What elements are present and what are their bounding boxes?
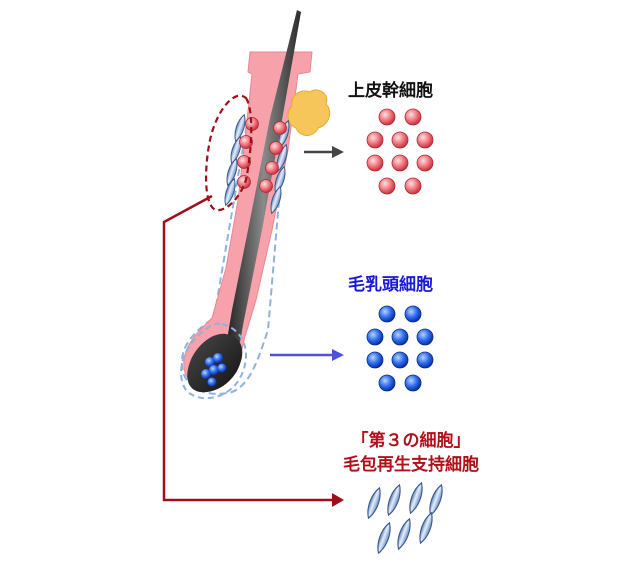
dermal-papilla-cell-label: 毛乳頭細胞 — [348, 275, 433, 295]
hair-follicle-regeneration-support-cell-label: 毛包再生支持細胞 — [343, 455, 479, 475]
papilla-arrow — [270, 349, 344, 361]
papilla-cell — [416, 328, 434, 346]
papilla-cell — [213, 353, 223, 363]
papilla-cell — [207, 377, 217, 387]
epithelial-cell — [391, 154, 409, 172]
support-cell — [383, 482, 405, 518]
hair-shaft — [226, 10, 301, 346]
support-cell-cluster — [363, 480, 447, 556]
epithelial-cell — [237, 155, 251, 169]
papilla-cell — [366, 351, 384, 369]
epithelial-cell — [378, 108, 396, 126]
bulb-outline — [180, 322, 247, 400]
papilla-cell — [378, 374, 396, 392]
epithelial-cell — [404, 177, 422, 195]
support-cell — [363, 485, 385, 521]
support-cell — [373, 520, 395, 556]
epithelial-cell — [366, 131, 384, 149]
bulge-outline — [204, 94, 253, 212]
epithelial-cell — [391, 131, 409, 149]
papilla-cell — [391, 351, 409, 369]
papilla-cell-cluster — [366, 305, 434, 392]
epithelial-cells-on-follicle — [237, 117, 287, 193]
support-cell — [393, 516, 415, 552]
papilla-cell — [378, 305, 396, 323]
third-cell-label: 「第３の細胞」 — [351, 431, 471, 451]
epithelial-cell — [269, 141, 283, 155]
epithelial-cell — [259, 179, 273, 193]
papilla-cell — [404, 305, 422, 323]
support-cell — [425, 482, 447, 518]
papilla-cell — [391, 328, 409, 346]
third-cell-arrowhead — [332, 493, 344, 507]
epithelial-cell — [366, 154, 384, 172]
support-cell — [415, 510, 437, 546]
epithelial-cell — [237, 175, 251, 189]
sebaceous-gland — [287, 89, 331, 136]
epithelial-cell — [273, 121, 287, 135]
papilla-cell — [209, 365, 219, 375]
epithelial-arrow — [304, 146, 344, 158]
papilla-cell — [205, 357, 215, 367]
third-cell-connector — [162, 194, 344, 507]
papilla-cell — [217, 363, 227, 373]
epithelial-cell — [416, 154, 434, 172]
papilla-cell — [201, 369, 211, 379]
epithelial-cell-cluster — [366, 108, 434, 195]
epithelial-cell — [265, 161, 279, 175]
papilla-cells-in-bulb — [201, 353, 227, 387]
epithelial-cell — [378, 177, 396, 195]
papilla-cell — [404, 374, 422, 392]
epithelial-cell — [404, 108, 422, 126]
support-cell — [405, 480, 427, 516]
epithelial-cell — [239, 135, 253, 149]
papilla-cell — [416, 351, 434, 369]
epithelial-cell — [416, 131, 434, 149]
epithelial-stem-cell-label: 上皮幹細胞 — [348, 81, 433, 101]
papilla-cell — [366, 328, 384, 346]
